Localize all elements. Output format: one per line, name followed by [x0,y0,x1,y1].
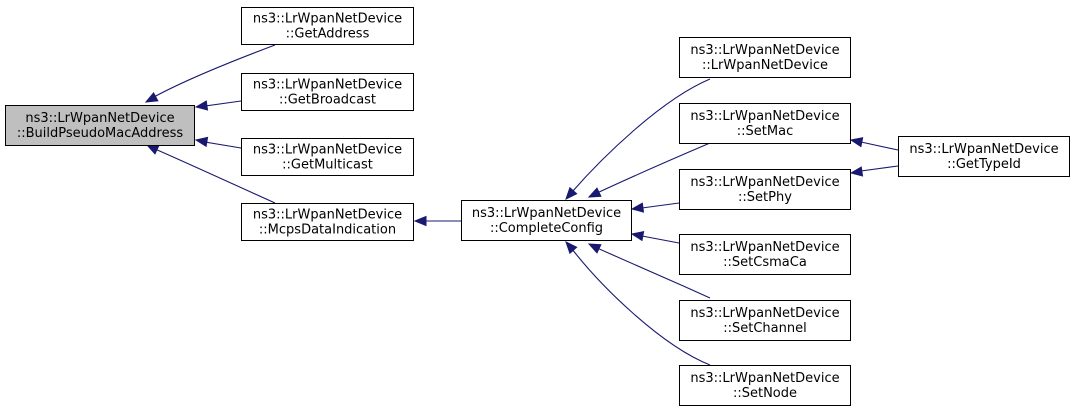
node-label-line1: ns3::LrWpanNetDevice [690,43,839,58]
node-label-line1: ns3::LrWpanNetDevice [690,175,839,190]
edge-gettypeid-to-setphy [849,165,899,177]
node-box [5,105,195,146]
node-setchannel[interactable]: ns3::LrWpanNetDevice::SetChannel [679,300,851,341]
arrowhead-icon [849,166,864,177]
node-getmulticast[interactable]: ns3::LrWpanNetDevice::GetMulticast [241,138,414,176]
edge-ctor-to-complete [565,78,711,200]
node-label-line1: ns3::LrWpanNetDevice [25,111,174,126]
node-build[interactable]: ns3::LrWpanNetDevice::BuildPseudoMacAddr… [5,105,195,146]
node-label-line1: ns3::LrWpanNetDevice [253,12,402,27]
edge-line [596,247,711,299]
node-ctor[interactable]: ns3::LrWpanNetDevice::LrWpanNetDevice [679,37,851,78]
edge-line [859,165,899,173]
node-label-line2: ::BuildPseudoMacAddress [17,126,184,141]
node-label-line2: ::McpsDataIndication [259,223,396,238]
edge-complete-to-mcps [413,215,461,227]
node-label-line1: ns3::LrWpanNetDevice [253,78,402,93]
edge-setcsma-to-complete [630,230,680,244]
edge-setnode-to-complete [565,241,711,366]
arrowhead-icon [194,100,209,111]
node-setcsma[interactable]: ns3::LrWpanNetDevice::SetCsmaCa [679,234,851,275]
edge-line [204,141,242,149]
edge-line [571,248,711,366]
node-label-line1: ns3::LrWpanNetDevice [253,143,402,158]
arrowhead-icon [194,136,209,148]
arrowhead-icon [144,91,159,103]
node-getbroadcast[interactable]: ns3::LrWpanNetDevice::GetBroadcast [241,73,414,111]
edge-line [640,202,680,209]
edges-layer [144,44,899,366]
node-box [679,103,851,144]
node-box [241,7,414,45]
edge-line [571,78,711,193]
node-label-line2: ::SetCsmaCa [723,255,807,270]
node-box [241,138,414,176]
edge-line [204,100,242,107]
arrowhead-icon [413,215,427,227]
node-label-line2: ::GetBroadcast [279,93,376,108]
edge-getaddress-to-build [144,44,276,103]
node-setmac[interactable]: ns3::LrWpanNetDevice::SetMac [679,103,851,144]
edge-getbroadcast-to-build [194,100,242,111]
arrowhead-icon [587,243,602,254]
node-label-line2: ::GetAddress [286,27,370,42]
node-label-line1: ns3::LrWpanNetDevice [690,109,839,124]
node-label-line1: ns3::LrWpanNetDevice [690,240,839,255]
arrowhead-icon [565,241,578,255]
node-label-line1: ns3::LrWpanNetDevice [472,206,621,221]
node-setnode[interactable]: ns3::LrWpanNetDevice::SetNode [679,365,851,406]
node-label-line2: ::GetMulticast [282,158,373,173]
arrowhead-icon [849,137,864,148]
node-box [679,365,851,406]
node-box [679,37,851,78]
edge-line [640,235,680,244]
node-label-line2: ::SetChannel [723,321,806,336]
arrowhead-icon [145,144,160,155]
node-box [241,73,414,111]
node-mcps[interactable]: ns3::LrWpanNetDevice::McpsDataIndication [241,203,414,241]
node-label-line2: ::CompleteConfig [490,221,603,236]
node-box [241,203,414,241]
edge-getmulticast-to-build [194,136,242,149]
node-gettypeid[interactable]: ns3::LrWpanNetDevice::GetTypeId [898,136,1070,177]
arrowhead-icon [630,202,645,213]
node-complete[interactable]: ns3::LrWpanNetDevice::CompleteConfig [461,200,632,241]
node-box [679,234,851,275]
edge-mcps-to-build [145,144,276,204]
node-label-line2: ::LrWpanNetDevice [702,58,828,73]
node-label-line1: ns3::LrWpanNetDevice [253,208,402,223]
node-label-line2: ::SetNode [733,386,797,401]
arrowhead-icon [565,186,578,200]
edge-line [859,141,899,151]
edge-line [151,44,276,99]
node-setphy[interactable]: ns3::LrWpanNetDevice::SetPhy [679,169,851,210]
node-label-line1: ns3::LrWpanNetDevice [909,142,1058,157]
arrowhead-icon [630,230,645,242]
node-label-line2: ::GetTypeId [947,157,1021,172]
edge-gettypeid-to-setmac [849,137,899,151]
edge-setmac-to-complete [587,142,711,198]
node-label-line1: ns3::LrWpanNetDevice [690,306,839,321]
node-label-line2: ::SetMac [737,124,793,139]
node-box [679,169,851,210]
node-label-line2: ::SetPhy [738,190,792,205]
node-box [461,200,632,241]
nodes-layer: ns3::LrWpanNetDevice::BuildPseudoMacAddr… [5,7,1070,406]
edge-line [154,148,276,204]
node-label-line1: ns3::LrWpanNetDevice [690,371,839,386]
edge-line [596,142,711,194]
edge-setchannel-to-complete [587,243,711,299]
edge-setphy-to-complete [630,202,680,213]
arrowhead-icon [587,187,602,198]
node-box [898,136,1070,177]
node-getaddress[interactable]: ns3::LrWpanNetDevice::GetAddress [241,7,414,45]
node-box [679,300,851,341]
